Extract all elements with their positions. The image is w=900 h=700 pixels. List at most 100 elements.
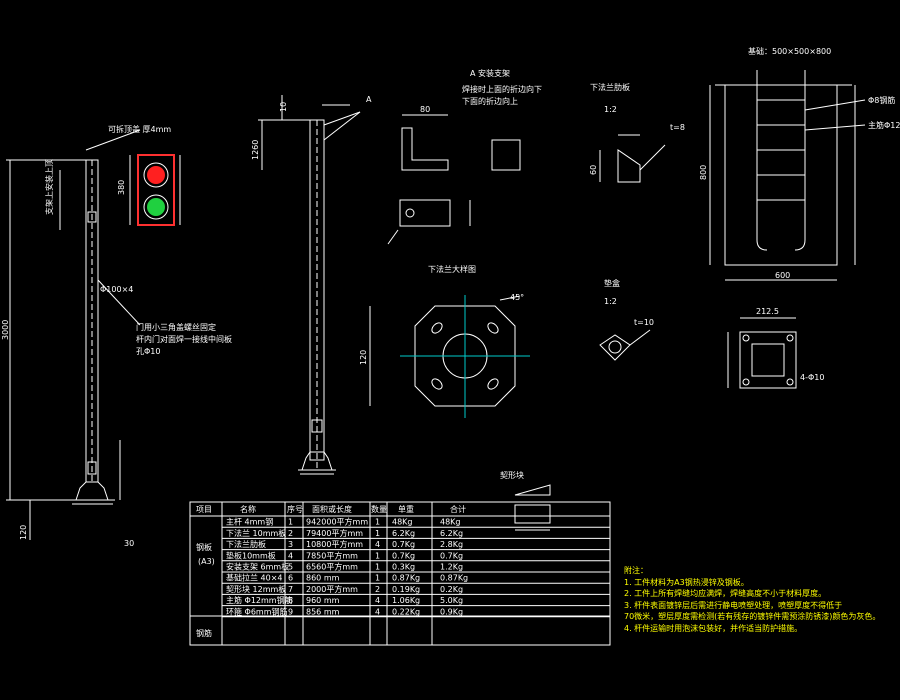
table-cell: 48Kg — [440, 518, 461, 527]
dim-120: 120 — [19, 525, 28, 540]
table-cell: 1.2Kg — [440, 563, 463, 572]
dim-800: 800 — [699, 165, 708, 180]
table-cell: 2 — [288, 529, 293, 538]
notes-item-2: 2. 工件上所有焊缝均应满焊，焊缝高度不小于材料厚度。 — [624, 589, 827, 598]
rebar-2: 主筋Φ12 — [868, 120, 900, 130]
flange-dim: 120 — [359, 350, 368, 365]
table-cell: 0.87Kg — [392, 574, 420, 583]
table-cell: 860 mm — [306, 574, 340, 583]
table-cell: 2.8Kg — [440, 540, 463, 549]
table-cell: 下法兰 10mm板 — [226, 528, 286, 538]
install-note-2: 下面的折边向上 — [462, 96, 518, 106]
notes-item-5: 4. 杆件运输时用泡沫包装好，并作适当防护措施。 — [624, 623, 803, 633]
table-cell: 4 — [375, 607, 380, 616]
shim-title: 契形块 — [500, 470, 524, 480]
table-cell: 1 — [375, 518, 380, 527]
rebar-1: Φ8钢筋 — [868, 95, 895, 105]
table-cell: 4 — [375, 540, 380, 549]
table-cell: 856 mm — [306, 607, 340, 616]
table-cell: 6.2Kg — [392, 529, 415, 538]
dim-1260: 1260 — [251, 140, 260, 160]
wedge-detail — [514, 484, 551, 531]
rib-dim-60: 60 — [589, 165, 598, 175]
table-cell: 9 — [288, 607, 293, 616]
table-cell: 环箍 Φ6mm钢筋 — [226, 606, 288, 616]
pole-dim-label: Φ100×4 — [100, 285, 133, 294]
table-cell: 主筋 Φ12mm钢筋 — [226, 595, 293, 605]
table-cell: 7 — [288, 585, 293, 594]
table-cell: 契形块 12mm板 — [226, 584, 286, 594]
door-note-1: 门用小三角盖螺丝固定 — [136, 322, 216, 332]
table-cell: 0.9Kg — [440, 607, 463, 616]
th-3: 面积或长度 — [312, 504, 352, 514]
th-1: 名称 — [240, 504, 256, 514]
table-cell: 0.19Kg — [392, 585, 420, 594]
table-cell: 0.22Kg — [392, 607, 420, 616]
dim-80: 80 — [420, 105, 430, 114]
notes-item-3: 3. 杆件表面镀锌层后需进行静电喷塑处理，喷塑厚度不得低于 — [624, 600, 843, 610]
top-board-label: 可拆顶盖 厚4mm — [108, 124, 171, 134]
table-cell: 1 — [375, 574, 380, 583]
table-cell: 5 — [288, 563, 293, 572]
table-cell: 3 — [288, 540, 293, 549]
table-cell: 48Kg — [392, 518, 413, 527]
flange-title: 下法兰大样图 — [428, 264, 476, 274]
th-6: 合计 — [450, 504, 466, 514]
table-cell: 8 — [288, 596, 293, 605]
notes-title: 附注： — [624, 566, 648, 575]
table-cell: 主杆 4mm钢 — [226, 517, 273, 527]
pole-elevation-left — [6, 129, 141, 540]
dim-10: 10 — [279, 102, 288, 112]
th-5: 单重 — [398, 504, 414, 514]
dim-380: 380 — [117, 180, 126, 195]
flange-angle: 45° — [510, 293, 524, 302]
table-cell: 垫板10mm板 — [226, 550, 276, 560]
rib-title: 下法兰肋板 — [590, 82, 630, 92]
plan-holes: 4-Φ10 — [800, 373, 824, 382]
hole-label: 孔Φ10 — [136, 347, 160, 356]
table-cell: 0.7Kg — [440, 551, 463, 560]
group-steel-plate-sub: (A3) — [198, 557, 215, 566]
table-cell: 79400平方mm — [306, 528, 363, 538]
flange-detail — [369, 295, 530, 418]
dim-30: 30 — [124, 539, 134, 548]
group-rebar: 钢筋 — [196, 628, 212, 638]
install-title: A 安装支架 — [470, 68, 510, 78]
washer-title: 垫盒 — [604, 278, 620, 288]
th-2: 序号 — [287, 504, 303, 514]
table-cell: 2000平方mm — [306, 584, 358, 594]
dim-600: 600 — [775, 271, 790, 280]
table-cell: 1 — [375, 529, 380, 538]
notes-item-1: 1. 工件材料为A3钢热浸锌及钢板。 — [624, 577, 749, 587]
install-note-1: 焊接时上面的折边向下 — [462, 84, 542, 94]
table-cell: 1 — [288, 518, 293, 527]
table-cell: 0.7Kg — [392, 551, 415, 560]
table-cell: 6.2Kg — [440, 529, 463, 538]
washer-detail — [599, 329, 651, 361]
foundation-plan — [727, 317, 797, 389]
table-cell: 942000平方mm — [306, 517, 368, 527]
th-0: 项目 — [196, 505, 212, 514]
table-cell: 基础拉兰 40×4 — [226, 573, 283, 583]
notes-item-4: 70微米，塑层厚度需检测(若有残存的镀锌件需预涂防锈漆)颜色为灰色。 — [624, 612, 881, 621]
table-cell: 6 — [288, 574, 293, 583]
pole-elevation-middle — [258, 95, 361, 475]
table-cell: 4 — [288, 551, 293, 560]
table-cell: 1 — [375, 563, 380, 572]
th-4: 数量 — [371, 504, 387, 514]
table-cell: 960 mm — [306, 596, 340, 605]
rib-plate-detail — [599, 134, 666, 183]
rib-scale: 1:2 — [604, 105, 617, 114]
door-note-2: 杆内门对面焊一接线中间板 — [136, 334, 232, 344]
foundation-section — [709, 70, 866, 281]
table-cell: 安装支架 6mm板 — [226, 562, 289, 572]
dim-3000: 3000 — [1, 320, 10, 340]
rib-thickness: t=8 — [670, 123, 685, 132]
marker-a: A — [366, 95, 372, 104]
table-cell: 1.06Kg — [392, 596, 420, 605]
table-cell: 2 — [375, 585, 380, 594]
